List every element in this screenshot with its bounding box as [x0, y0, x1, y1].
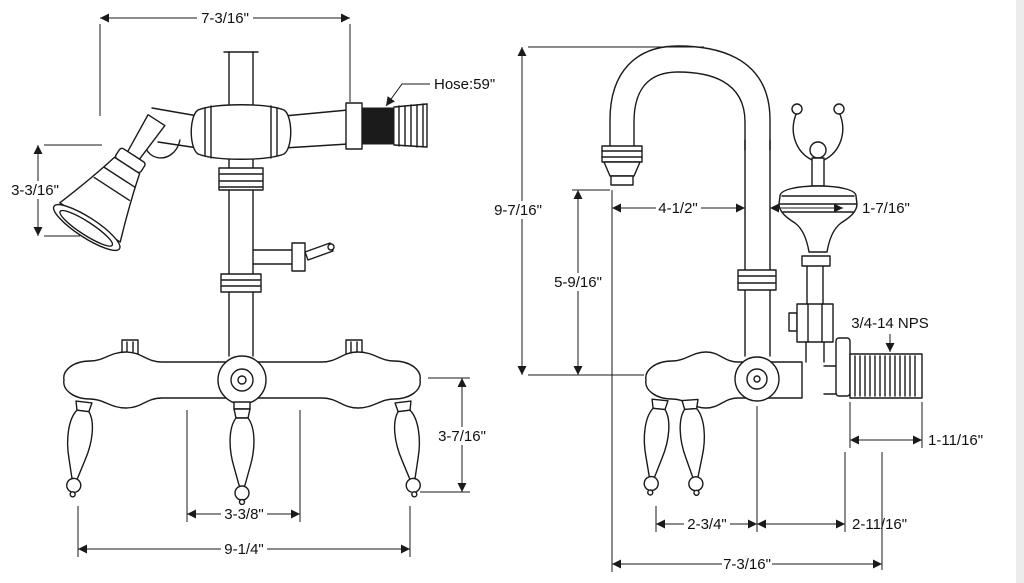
shower-column [788, 255, 834, 363]
hose-grip [361, 107, 395, 145]
dim-sprayer-height: 3-3/16" [7, 144, 102, 237]
dim-overall-width: 9-1/4" [77, 506, 411, 558]
lever-handle-center [229, 408, 255, 506]
cradle-prong [823, 111, 844, 161]
dim-label-overall-height: 9-7/16" [494, 202, 542, 219]
lever-handle-left [59, 399, 97, 499]
sprayer-bell [778, 185, 858, 253]
dim-sprayer-width: 1-7/16" [770, 200, 910, 217]
wall-nipple [823, 337, 923, 399]
dim-nipple-length: 1-11/16" [849, 402, 983, 449]
hose-connector [345, 102, 428, 150]
dim-inlet-spacing: 3-3/8" [186, 410, 301, 523]
dim-label-nipple-length: 1-11/16" [928, 432, 983, 449]
cradle-prong [792, 111, 813, 161]
dim-overall-depth: 7-3/16" [612, 452, 883, 573]
dim-label-sprayer-height: 3-3/16" [11, 182, 59, 199]
dim-label-handle-drop: 3-7/16" [438, 428, 486, 445]
dim-label-thread-spec: 3/4-14 NPS [851, 315, 929, 332]
dim-label-top-width: 7-3/16" [201, 10, 249, 27]
dim-spout-clearance: 5-9/16" [550, 189, 610, 375]
threaded-shank [849, 353, 923, 399]
spray-face [59, 209, 114, 247]
dim-hose-label: Hose:59" [385, 76, 495, 107]
hand-shower-docked [778, 103, 858, 253]
lever-handle-right [390, 399, 428, 499]
valve-hex [796, 303, 834, 343]
left-view: 7-3/16" Hose:59" 3-3/16" 3-7/16" 3-3/8" [7, 9, 495, 558]
lever-handle-rear [677, 398, 710, 497]
dim-top-width: 7-3/16" [99, 9, 351, 116]
dim-center-to-nipple: 2-11/16" [757, 452, 907, 533]
dim-label-spout-reach: 4-1/2" [658, 200, 698, 217]
lever-handle-front [637, 398, 673, 497]
dim-label-sprayer-width: 1-7/16" [862, 200, 910, 217]
dim-label-hose: Hose:59" [434, 76, 495, 93]
dim-spout-reach: 4-1/2" [612, 199, 745, 217]
nipple-flange [835, 337, 851, 397]
right-view: 9-7/16" 5-9/16" 4-1/2" 1-7/16" 3/4-14 NP… [489, 45, 983, 573]
dim-label-handle-to-center: 2-3/4" [687, 516, 727, 533]
spout-pipe [218, 51, 264, 357]
dim-label-overall-depth: 7-3/16" [723, 556, 771, 573]
dim-handle-to-center: 2-3/4" [655, 406, 758, 533]
dim-thread-spec: 3/4-14 NPS [851, 315, 929, 352]
lower-body [63, 339, 421, 410]
right-edge-shade [1016, 0, 1024, 583]
spout-outlet [601, 145, 643, 163]
top-body [143, 104, 349, 160]
dim-label-inlet-spacing: 3-3/8" [224, 506, 264, 523]
lower-body-side [645, 351, 803, 409]
dim-handle-drop: 3-7/16" [420, 377, 490, 493]
dim-label-overall-width: 9-1/4" [224, 541, 264, 558]
hand-shower [52, 113, 166, 252]
diverter-valve [252, 242, 335, 272]
dim-overall-height: 9-7/16" [489, 46, 704, 376]
diverter-tab [788, 312, 798, 332]
dim-label-spout-clearance: 5-9/16" [554, 274, 602, 291]
gooseneck-spout [601, 45, 777, 357]
dim-label-center-to-nipple: 2-11/16" [852, 516, 907, 533]
